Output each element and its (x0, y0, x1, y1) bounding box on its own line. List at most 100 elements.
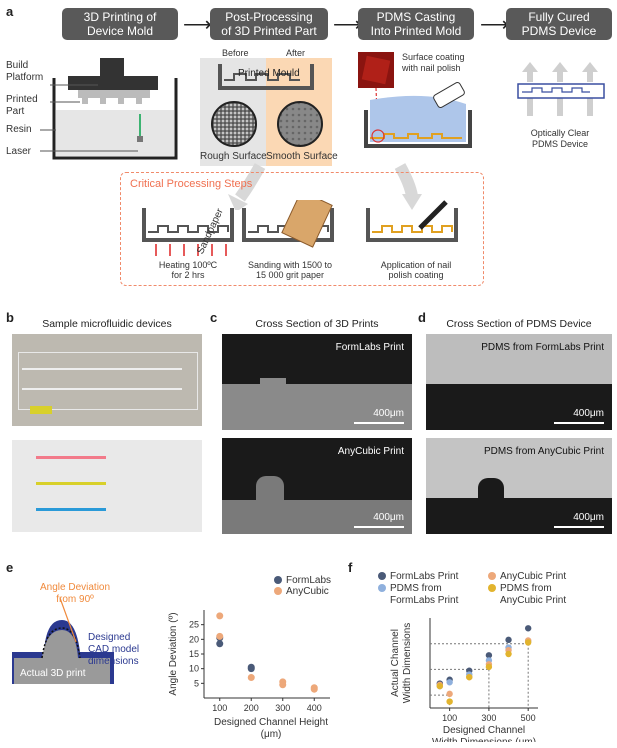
data-point (247, 665, 255, 673)
photo-device-clear (12, 334, 202, 426)
panel-label-f: f (348, 560, 353, 575)
legend-marker (488, 584, 496, 592)
step-4-line2: PDMS Device (521, 24, 597, 38)
x-axis-label-line2: Width Dimensions (μm) (432, 737, 536, 742)
panel-label-d: d (418, 310, 426, 325)
panel-c-title: Cross Section of 3D Prints (255, 318, 379, 330)
legend-marker (378, 584, 386, 592)
label-pdms-formlabs: PDMS from FormLabs Print (481, 342, 604, 353)
label-angle-line1: Angle Deviation (40, 582, 111, 593)
mould-profile (218, 64, 314, 90)
data-point (436, 682, 444, 690)
data-point (446, 690, 453, 698)
printer-diagram (40, 58, 178, 160)
label-anycubic-print: AnyCubic Print (337, 446, 404, 457)
legend-label: FormLabs Print (390, 571, 459, 582)
label-nail-line2: polish coating (388, 270, 444, 280)
y-tick-label: 25 (189, 620, 199, 630)
micrograph-formlabs-print: FormLabs Print 400μm (222, 334, 412, 430)
legend-label-line2: AnyCubic Print (500, 595, 566, 606)
micrograph-pdms-anycubic: PDMS from AnyCubic Print 400μm (426, 438, 612, 534)
step-3-line2: Into Printed Mold (370, 24, 462, 38)
label-coat-line1: Surface coating (402, 52, 465, 62)
label-laser: Laser (6, 146, 32, 157)
data-point (485, 663, 493, 671)
label-sand-line1: Sanding with 1500 to (247, 260, 333, 270)
panel-d-title: Cross Section of PDMS Device (446, 318, 592, 330)
data-point (216, 612, 224, 620)
x-tick-label: 200 (244, 703, 259, 713)
legend-label-line2: FormLabs Print (390, 595, 459, 606)
data-point (446, 698, 453, 705)
step-3-line1: PDMS Casting (376, 10, 456, 24)
x-tick-label: 300 (481, 713, 496, 723)
micrograph-anycubic-print: AnyCubic Print 400μm (222, 438, 412, 534)
data-point (247, 673, 255, 681)
critical-steps-title: Critical Processing Steps (130, 178, 253, 190)
y-axis-label: Angle Deviation (º) (168, 612, 179, 695)
y-tick-label: 5 (194, 678, 199, 688)
label-coat-line2: with nail polish (402, 63, 461, 73)
label-nail-line1: Application of nail (380, 260, 452, 270)
label-heat-line2: for 2 hrs (171, 270, 205, 280)
scale-label: 400μm (573, 408, 604, 419)
legend-label: PDMS from (390, 583, 442, 594)
label-cad-line2: CAD model (88, 644, 140, 655)
y-tick-label: 15 (189, 649, 199, 659)
photo-device-dyed (12, 440, 202, 532)
label-build: Build (6, 60, 29, 71)
label-printed: Printed (6, 94, 38, 105)
y-tick-label: 10 (189, 664, 199, 674)
scale-label: 400μm (573, 512, 604, 523)
legend-marker (488, 572, 496, 580)
cured-device-diagram (517, 62, 605, 116)
micrograph-pdms-formlabs: PDMS from FormLabs Print 400μm (426, 334, 612, 430)
label-platform: Platform (6, 72, 44, 83)
step-2-line2: of 3D Printed Part (221, 24, 317, 38)
label-angle-line2: from 90º (56, 594, 94, 605)
y-axis-label: Actual Channel (390, 629, 401, 697)
y-axis-label-line2: Width Dimensions (402, 623, 413, 704)
x-axis-label: Designed Channel (443, 725, 525, 736)
data-point (279, 681, 287, 689)
scale-label: 400μm (373, 408, 404, 419)
step-1-line1: 3D Printing of (83, 10, 157, 24)
data-point (446, 679, 453, 686)
casting-diagram (358, 52, 472, 148)
angle-deviation-diagram (12, 597, 114, 684)
label-printed-mould: Printed Mould (238, 68, 300, 79)
label-part: Part (6, 106, 25, 117)
label-formlabs-print: FormLabs Print (335, 342, 404, 353)
data-point (216, 632, 224, 640)
label-smooth-surface: Smooth Surface (266, 151, 338, 162)
legend-marker (274, 587, 282, 595)
y-tick-label: 20 (189, 634, 199, 644)
label-actual-print: Actual 3D print (20, 668, 86, 679)
data-point (310, 685, 318, 693)
critical-steps-box (120, 172, 484, 286)
arrow-right-icon: ⟶ (333, 14, 362, 36)
legend-label: AnyCubic (286, 586, 329, 597)
label-cad-line3: dimensions (88, 656, 139, 667)
label-heat-line1: Heating 100ºC (158, 260, 218, 270)
x-tick-label: 400 (307, 703, 322, 713)
panel-label-e: e (6, 560, 14, 575)
label-sand-line2: 15 000 grit paper (255, 270, 325, 280)
legend-marker (274, 576, 282, 584)
label-resin: Resin (6, 124, 32, 135)
arrow-right-icon: ⟶ (480, 14, 509, 36)
step-4-line1: Fully Cured (528, 10, 590, 24)
x-axis-label: Designed Channel Height (214, 717, 328, 728)
scale-label: 400μm (373, 512, 404, 523)
panel-label-b: b (6, 310, 14, 325)
data-point (216, 640, 224, 648)
legend-label: FormLabs (286, 575, 331, 586)
